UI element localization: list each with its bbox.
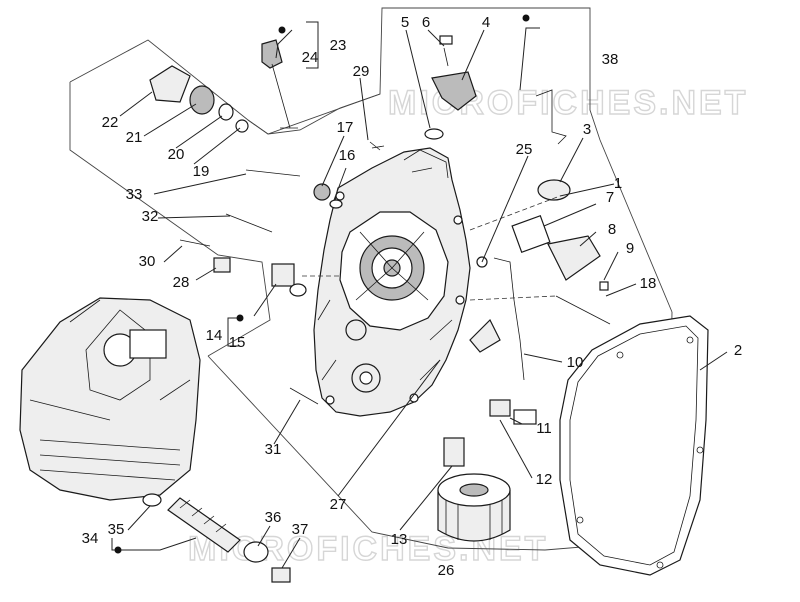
callout-11: 11	[536, 420, 552, 437]
oil-strainer	[142, 493, 241, 553]
callout-32: 32	[142, 208, 159, 225]
callout-6: 6	[422, 14, 430, 31]
callout-35: 35	[108, 521, 125, 538]
callout-21: 21	[126, 129, 143, 146]
water-pump-impeller	[149, 65, 191, 103]
callout-26: 26	[438, 562, 455, 579]
small-parts	[149, 35, 611, 583]
leader-lines	[111, 21, 728, 569]
callout-23: 23	[330, 37, 347, 54]
callout-16: 16	[339, 147, 356, 164]
callout-33: 33	[126, 186, 143, 203]
callout-7: 7	[606, 189, 614, 206]
callout-27: 27	[330, 496, 347, 513]
callout-19: 19	[193, 163, 210, 180]
callout-15: 15	[229, 334, 246, 351]
callout-9: 9	[626, 240, 634, 257]
callout-20: 20	[168, 146, 185, 163]
callout-18: 18	[640, 275, 657, 292]
dipstick-cap	[261, 39, 283, 69]
callout-1: 1	[614, 175, 622, 192]
callout-31: 31	[265, 441, 282, 458]
callout-3: 3	[583, 121, 591, 138]
callout-24: 24	[302, 49, 319, 66]
callout-22: 22	[102, 114, 119, 131]
callout-25: 25	[516, 141, 533, 158]
callout-34: 34	[82, 530, 99, 547]
callout-38: 38	[602, 51, 619, 68]
callout-30: 30	[139, 253, 156, 270]
callout-17: 17	[337, 119, 354, 136]
callout-10: 10	[567, 354, 584, 371]
oil-filter	[437, 473, 511, 542]
callout-12: 12	[536, 471, 553, 488]
callout-4: 4	[482, 14, 490, 31]
callout-8: 8	[608, 221, 616, 238]
engine-block	[19, 297, 201, 501]
callout-36: 36	[265, 509, 282, 526]
callout-labels: 1 2 3 4 5 6 7 8 9 10 11 12 13 14 15 16 1…	[82, 14, 743, 579]
callout-2: 2	[734, 342, 742, 359]
callout-29: 29	[353, 63, 370, 80]
callout-5: 5	[401, 14, 409, 31]
callout-28: 28	[173, 274, 190, 291]
crankcase-cover	[313, 147, 471, 417]
callout-14: 14	[206, 327, 223, 344]
callout-37: 37	[292, 521, 309, 538]
sensor-4	[431, 71, 477, 111]
callout-13: 13	[391, 531, 408, 548]
gasket	[559, 315, 709, 576]
alignment-lines	[302, 195, 561, 301]
bullet-markers	[114, 14, 530, 554]
